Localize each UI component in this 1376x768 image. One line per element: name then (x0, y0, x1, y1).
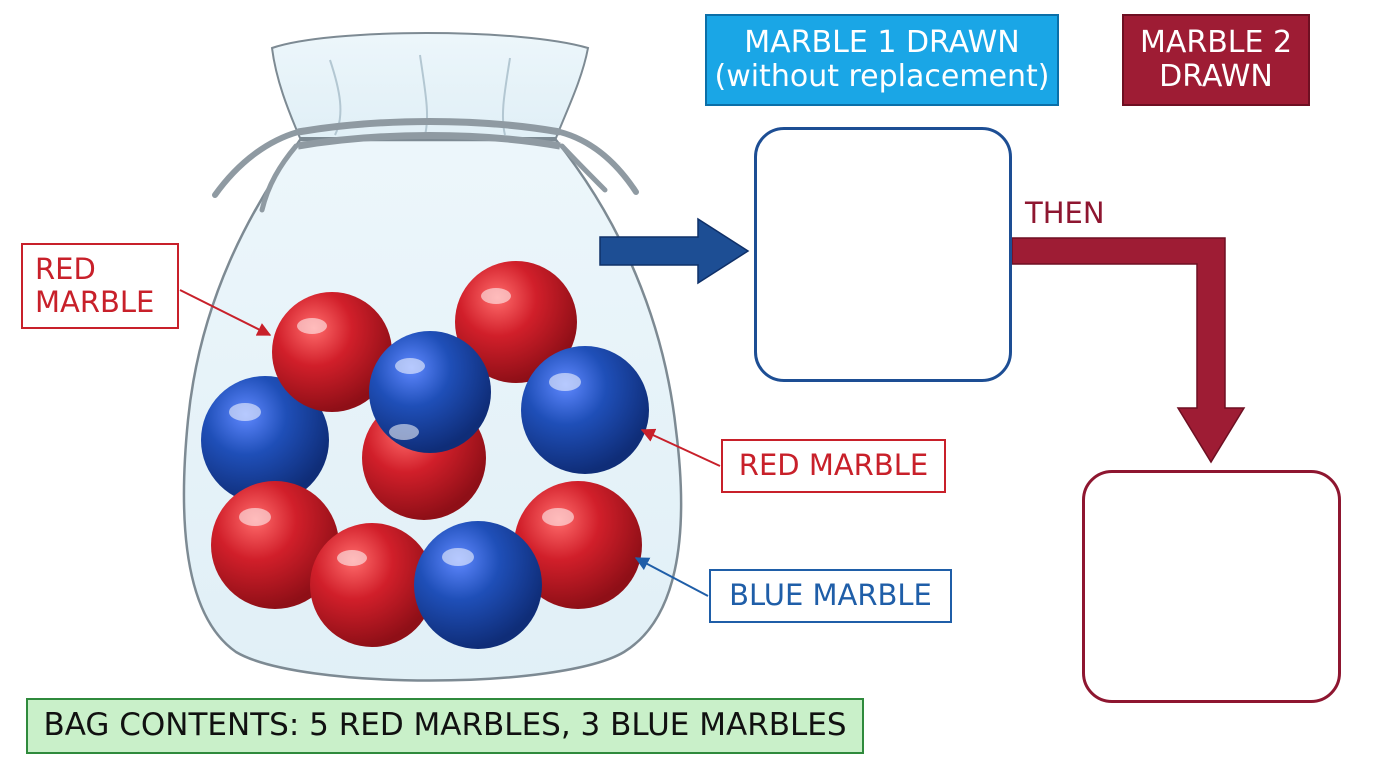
marble-1-header-line1: MARBLE 1 DRAWN (744, 24, 1020, 60)
marble-2-header-line2: DRAWN (1159, 59, 1273, 94)
red-marble-label-left-line1: RED (35, 251, 96, 286)
then-label: THEN (1025, 196, 1125, 232)
bag-contents-label: BAG CONTENTS: 5 RED MARBLES, 3 BLUE MARB… (26, 698, 864, 754)
blue-marble-icon (369, 331, 491, 453)
then-label-text: THEN (1025, 196, 1105, 231)
marble-1-slot (754, 127, 1012, 382)
elbow-arrow-down-icon (1011, 237, 1246, 464)
blue-marble-label: BLUE MARBLE (709, 569, 952, 623)
red-marble-label-left-line2: MARBLE (35, 285, 155, 319)
marble-1-header: MARBLE 1 DRAWN (without replacement) (705, 14, 1059, 106)
marble-2-header: MARBLE 2 DRAWN (1122, 14, 1310, 106)
red-marble-pointer-right (640, 428, 721, 467)
blue-marble-icon (521, 346, 649, 474)
blue-marble-label-text: BLUE MARBLE (729, 578, 932, 613)
red-marble-label-right-text: RED MARBLE (738, 448, 929, 483)
marbles (201, 261, 649, 649)
red-marble-label-right: RED MARBLE (721, 439, 946, 493)
bag-contents-text: BAG CONTENTS: 5 RED MARBLES, 3 BLUE MARB… (43, 707, 847, 744)
marble-2-header-line1: MARBLE 2 (1139, 24, 1293, 60)
blue-marble-icon (414, 521, 542, 649)
blue-marble-pointer (634, 557, 709, 597)
marble-2-slot (1082, 470, 1341, 703)
marble-1-header-line2: (without replacement) (714, 59, 1050, 94)
red-marble-pointer-left (179, 289, 272, 336)
red-marble-label-left: RED MARBLE (21, 243, 179, 329)
arrow-right-icon (599, 217, 750, 285)
